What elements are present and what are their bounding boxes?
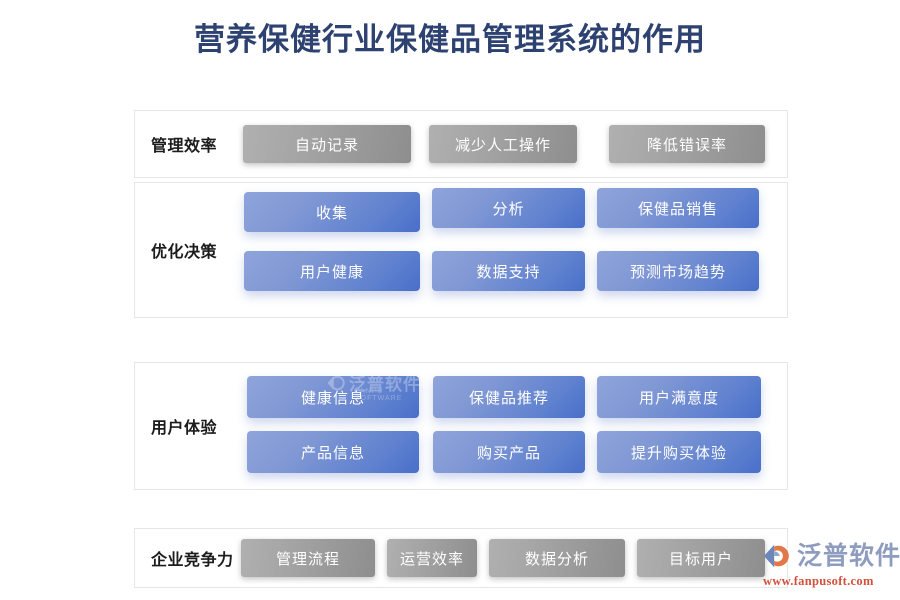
box-management-process[interactable]: 管理流程 [241, 539, 375, 577]
box-analyze[interactable]: 分析 [432, 188, 585, 228]
box-purchase-product[interactable]: 购买产品 [433, 431, 585, 473]
box-supplement-recommend[interactable]: 保健品推荐 [433, 376, 585, 418]
fanpu-logo-mark-icon [763, 544, 789, 568]
box-lower-error-rate[interactable]: 降低错误率 [609, 125, 765, 163]
box-target-users[interactable]: 目标用户 [637, 539, 765, 577]
row-body-optimize-decision: 收集 分析 保健品销售 用户健康 数据支持 预测市场趋势 [239, 183, 787, 317]
brand-logo: 泛普软件 www.fanpusoft.com [762, 541, 900, 589]
box-health-info[interactable]: 健康信息 [247, 376, 419, 418]
box-operating-efficiency[interactable]: 运营效率 [387, 539, 477, 577]
row-body-management-efficiency: 自动记录 减少人工操作 降低错误率 [239, 111, 787, 177]
box-product-info[interactable]: 产品信息 [247, 431, 419, 473]
box-improve-purchase-exp[interactable]: 提升购买体验 [597, 431, 761, 473]
row-body-enterprise-competitiveness: 管理流程 运营效率 数据分析 目标用户 [239, 529, 787, 587]
brand-url: www.fanpusoft.com [763, 574, 874, 588]
box-user-satisfaction[interactable]: 用户满意度 [597, 376, 761, 418]
row-panel-enterprise-competitiveness: 企业竞争力 管理流程 运营效率 数据分析 目标用户 [134, 528, 788, 588]
box-reduce-manual-ops[interactable]: 减少人工操作 [429, 125, 577, 163]
brand-logo-top: 泛普软件 [762, 541, 900, 571]
row-label-user-experience: 用户体验 [151, 420, 218, 437]
row-label-enterprise-competitiveness: 企业竞争力 [151, 552, 234, 569]
box-data-analysis[interactable]: 数据分析 [489, 539, 625, 577]
row-label-management-efficiency: 管理效率 [151, 138, 218, 155]
box-forecast-market[interactable]: 预测市场趋势 [597, 251, 759, 291]
row-panel-management-efficiency: 管理效率 自动记录 减少人工操作 降低错误率 [134, 110, 788, 178]
box-auto-record[interactable]: 自动记录 [243, 125, 411, 163]
box-data-support[interactable]: 数据支持 [432, 251, 585, 291]
brand-name: 泛普软件 [797, 542, 900, 570]
page-title: 营养保健行业保健品管理系统的作用 [194, 22, 706, 57]
row-label-optimize-decision: 优化决策 [151, 244, 218, 261]
box-collect[interactable]: 收集 [244, 192, 420, 232]
row-panel-user-experience: 用户体验 健康信息 保健品推荐 用户满意度 产品信息 购买产品 提升购买体验 [134, 362, 788, 490]
box-user-health[interactable]: 用户健康 [244, 251, 420, 291]
row-panel-optimize-decision: 优化决策 收集 分析 保健品销售 用户健康 数据支持 预测市场趋势 [134, 182, 788, 318]
box-supplement-sales[interactable]: 保健品销售 [597, 188, 759, 228]
row-body-user-experience: 健康信息 保健品推荐 用户满意度 产品信息 购买产品 提升购买体验 [239, 363, 787, 489]
